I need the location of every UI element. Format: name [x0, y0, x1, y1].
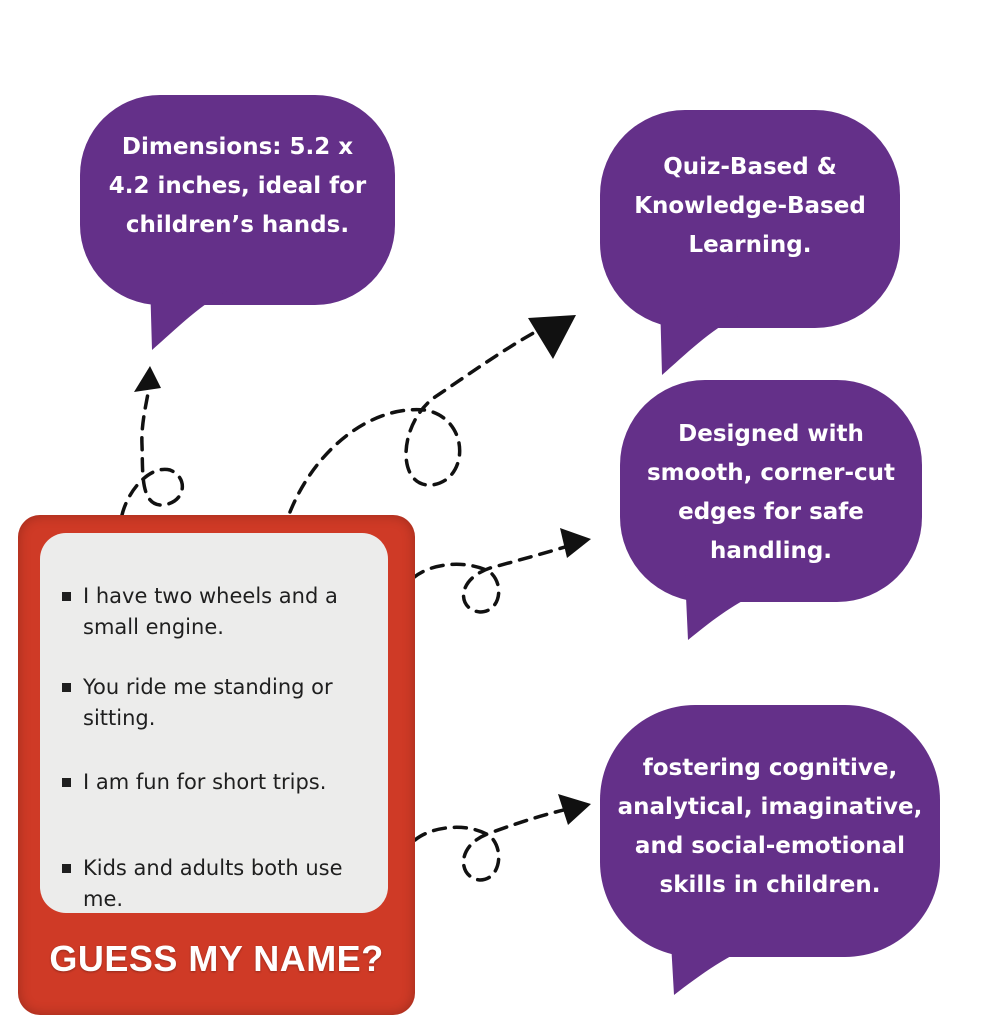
- bubble-text-line: handling.: [709, 538, 833, 564]
- bubble-text-line: 4.2 inches, ideal for: [108, 173, 367, 199]
- bullet-icon: [62, 778, 71, 787]
- clue-line: Kids and adults both use: [83, 856, 343, 880]
- arrow-to-design: [411, 543, 574, 614]
- quiz-card: I have two wheels and a small engine. Yo…: [18, 515, 415, 1015]
- bubble-text-line: Dimensions: 5.2 x: [121, 134, 354, 160]
- bullet-icon: [62, 592, 71, 601]
- card-clue-panel: I have two wheels and a small engine. Yo…: [40, 533, 388, 913]
- bubble-text-line: Knowledge-Based: [634, 193, 866, 219]
- speech-bubble-skills: fostering cognitive, analytical, imagina…: [600, 705, 940, 995]
- speech-bubble-quiz: Quiz-Based & Knowledge-Based Learning.: [600, 110, 900, 378]
- arrow-to-skills: [413, 806, 574, 882]
- clue-line: me.: [83, 887, 124, 911]
- bullet-icon: [62, 864, 71, 873]
- bubble-text-line: Learning.: [688, 232, 812, 258]
- bullet-icon: [62, 683, 71, 692]
- speech-bubble-shape: [80, 95, 395, 350]
- clue-item: You ride me standing or sitting.: [62, 672, 392, 734]
- arrowhead-quiz: [528, 315, 576, 359]
- bubble-text-line: children’s hands.: [125, 212, 350, 238]
- arrow-to-dimensions: [120, 386, 185, 517]
- bubble-text-line: skills in children.: [659, 872, 881, 898]
- arrowhead-skills: [558, 794, 591, 825]
- bubble-text-line: and social-emotional: [634, 833, 906, 859]
- speech-bubble-shape: [600, 705, 940, 995]
- speech-bubble-shape: [620, 380, 922, 640]
- arrowhead-design: [560, 528, 591, 558]
- card-title: GUESS MY NAME?: [49, 938, 384, 979]
- clue-line: You ride me standing or: [83, 675, 333, 699]
- speech-bubble-design: Designed with smooth, corner-cut edges f…: [620, 380, 922, 642]
- clue-line: I have two wheels and a: [83, 584, 338, 608]
- clue-item: I have two wheels and a small engine.: [62, 581, 392, 643]
- bubble-text-line: edges for safe: [678, 499, 864, 525]
- bubble-text-line: Designed with: [678, 421, 864, 447]
- arrowhead-dimensions: [134, 366, 161, 392]
- clue-line: I am fun for short trips.: [83, 770, 327, 794]
- bubble-text-line: smooth, corner-cut: [646, 460, 895, 486]
- bubble-text-line: fostering cognitive,: [642, 755, 898, 781]
- speech-bubble-dimensions: Dimensions: 5.2 x 4.2 inches, ideal for …: [80, 95, 395, 360]
- clue-line: small engine.: [83, 615, 224, 639]
- bubble-text-line: Quiz-Based &: [663, 154, 837, 180]
- clue-item: Kids and adults both use me.: [62, 853, 392, 915]
- bubble-text-line: analytical, imaginative,: [617, 794, 923, 820]
- clue-item: I am fun for short trips.: [62, 767, 392, 798]
- speech-bubble-shape: [600, 110, 900, 375]
- clue-line: sitting.: [83, 706, 156, 730]
